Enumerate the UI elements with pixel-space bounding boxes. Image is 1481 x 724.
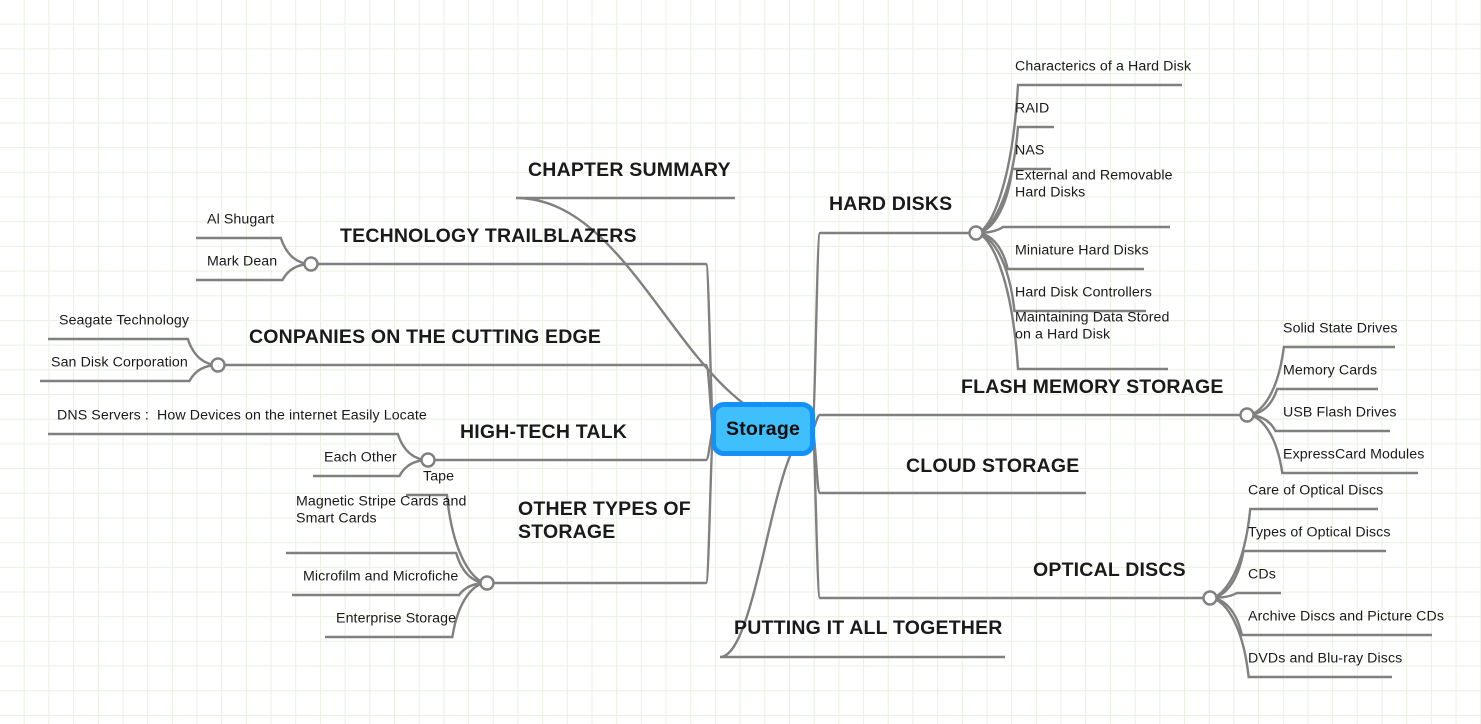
leaf-label-other-types-of-storage-0[interactable]: Tape [423,468,455,485]
child-link-optical-discs-0 [1209,507,1378,600]
leaf-label-flash-memory-storage-2[interactable]: USB Flash Drives [1283,404,1397,421]
root-node-label: Storage [725,417,800,440]
leaf-label-flash-memory-storage-1[interactable]: Memory Cards [1283,362,1378,379]
child-link-hard-disks-3 [975,225,1170,235]
branch-label-chapter-summary[interactable]: CHAPTER SUMMARY [528,159,731,181]
leaf-label-other-types-of-storage-2[interactable]: Microfilm and Microfiche [303,568,459,585]
branch-joint-other-types-of-storage[interactable] [479,575,495,591]
leaf-label-optical-discs-2[interactable]: CDs [1248,566,1276,583]
leaf-label-technology-trailblazers-1[interactable]: Mark Dean [207,253,278,270]
leaf-label-conpanies-on-the-cutting-edge-0[interactable]: Seagate Technology [59,312,190,329]
branch-label-optical-discs[interactable]: OPTICAL DISCS [1033,559,1186,581]
branch-joint-technology-trailblazers[interactable] [303,256,319,272]
branch-label-cloud-storage[interactable]: CLOUD STORAGE [906,455,1080,477]
leaf-label-high-tech-talk-1[interactable]: Each Other [324,449,397,466]
leaf-label-technology-trailblazers-0[interactable]: Al Shugart [207,211,275,228]
leaf-label-flash-memory-storage-3[interactable]: ExpressCard Modules [1283,446,1425,463]
branch-joint-optical-discs[interactable] [1202,590,1218,606]
leaf-label-high-tech-talk-0[interactable]: DNS Servers : How Devices on the interne… [57,407,427,424]
leaf-label-optical-discs-1[interactable]: Types of Optical Discs [1248,524,1391,541]
child-link-flash-memory-storage-3 [1246,413,1418,475]
leaf-label-hard-disks-2[interactable]: NAS [1015,142,1045,159]
branch-label-technology-trailblazers[interactable]: TECHNOLOGY TRAILBLAZERS [340,225,637,247]
leaf-label-optical-discs-3[interactable]: Archive Discs and Picture CDs [1248,608,1445,625]
leaf-label-flash-memory-storage-0[interactable]: Solid State Drives [1283,320,1398,337]
leaf-label-hard-disks-4[interactable]: Miniature Hard Disks [1015,242,1149,259]
leaf-label-conpanies-on-the-cutting-edge-1[interactable]: San Disk Corporation [51,354,188,371]
leaf-label-other-types-of-storage-3[interactable]: Enterprise Storage [336,610,457,627]
leaf-label-optical-discs-4[interactable]: DVDs and Blu-ray Discs [1248,650,1403,667]
branch-joint-hard-disks[interactable] [968,225,984,241]
root-node-storage[interactable]: Storage [711,402,815,456]
branch-trunk-hard-disks [810,231,976,431]
leaf-label-hard-disks-1[interactable]: RAID [1015,100,1050,117]
branch-joint-high-tech-talk[interactable] [420,452,436,468]
branch-label-flash-memory-storage[interactable]: FLASH MEMORY STORAGE [961,376,1224,398]
branch-trunk-flash-memory-storage [811,413,1247,431]
leaf-label-hard-disks-5[interactable]: Hard Disk Controllers [1015,284,1152,301]
child-link-hard-disks-0 [975,83,1182,235]
child-link-optical-discs-1 [1209,549,1386,600]
branch-label-hard-disks[interactable]: HARD DISKS [829,193,953,215]
branch-label-high-tech-talk[interactable]: HIGH-TECH TALK [460,421,628,443]
leaf-label-optical-discs-0[interactable]: Care of Optical Discs [1248,482,1384,499]
branch-label-conpanies-on-the-cutting-edge[interactable]: CONPANIES ON THE CUTTING EDGE [249,326,602,348]
branch-joint-flash-memory-storage[interactable] [1239,407,1255,423]
leaf-label-hard-disks-0[interactable]: Characterics of a Hard Disk [1015,58,1192,75]
branch-label-putting-it-all-together[interactable]: PUTTING IT ALL TOGETHER [734,617,1003,639]
branch-joint-conpanies-on-the-cutting-edge[interactable] [210,357,226,373]
